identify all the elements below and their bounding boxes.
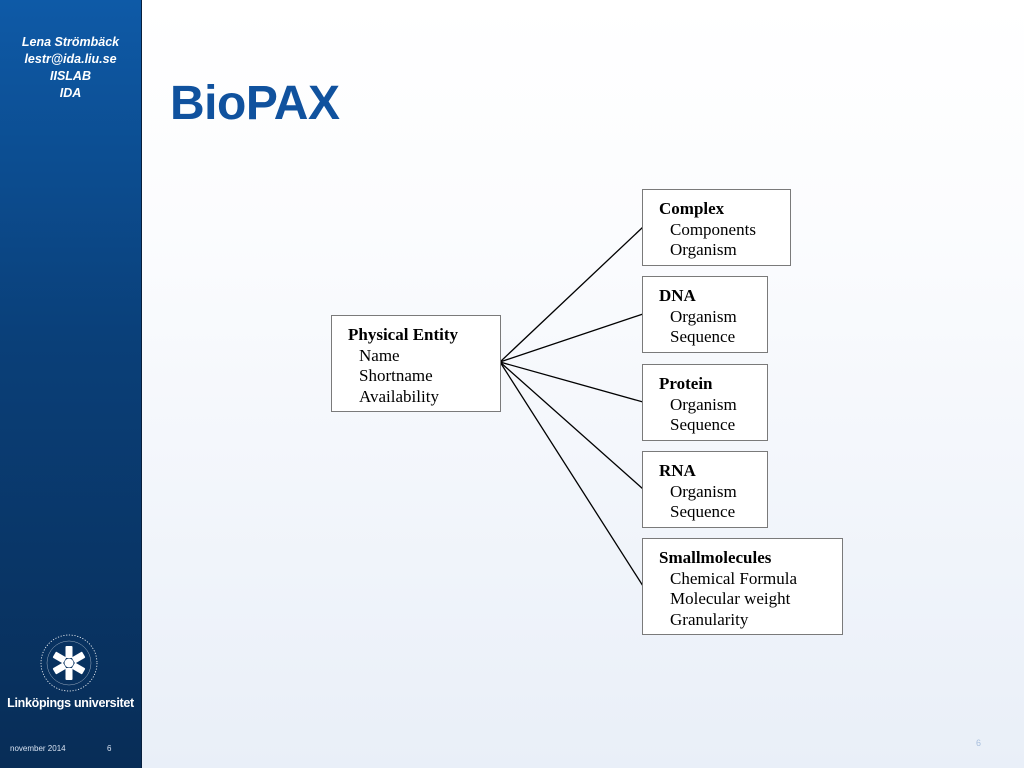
physical-entity-title: Physical Entity: [348, 325, 459, 344]
connector-dna: [499, 313, 644, 363]
physical-entity-box: Physical Entity Name Shortname Availabil…: [331, 315, 501, 412]
author-lab: IISLAB: [50, 69, 91, 83]
author-info: Lena Strömbäck lestr@ida.liu.se IISLAB I…: [0, 34, 141, 102]
connector-complex: [499, 226, 644, 363]
dna-box: DNA Organism Sequence: [642, 276, 768, 353]
author-department: IDA: [59, 86, 82, 100]
protein-title: Protein: [659, 374, 713, 393]
attribute-name: Name: [359, 345, 400, 365]
rna-box: RNA Organism Sequence: [642, 451, 768, 528]
university-name: Linköpings universitet: [7, 696, 134, 710]
attribute-organism: Organism: [670, 306, 737, 326]
attribute-sequence: Sequence: [670, 415, 736, 434]
attribute-organism: Organism: [670, 481, 737, 501]
footer-date: november 2014: [10, 744, 66, 753]
attribute-shortname: Shortname: [359, 366, 433, 385]
corner-page-number: 6: [976, 738, 982, 748]
attribute-sequence: Sequence: [670, 327, 736, 346]
attribute-molecular-weight: Molecular weight: [670, 589, 791, 608]
protein-box: Protein Organism Sequence: [642, 364, 768, 441]
author-name: Lena Strömbäck: [21, 35, 120, 49]
complex-box: Complex Components Organism: [642, 189, 791, 266]
sidebar: Lena Strömbäck lestr@ida.liu.se IISLAB I…: [0, 0, 142, 768]
attribute-availability: Availability: [359, 386, 439, 406]
dna-title: DNA: [659, 286, 696, 305]
smallmolecules-box: Smallmolecules Chemical Formula Molecula…: [642, 538, 843, 635]
smallmolecules-title: Smallmolecules: [659, 548, 772, 567]
attribute-granularity: Granularity: [670, 609, 749, 629]
connector-smallmolecules: [499, 361, 644, 587]
slide-title: BioPAX: [170, 77, 340, 130]
complex-title: Complex: [659, 199, 725, 218]
rna-title: RNA: [659, 461, 696, 480]
attribute-organism: Organism: [670, 240, 737, 259]
footer-page-number: 6: [107, 744, 112, 753]
attribute-components: Components: [670, 219, 756, 239]
attribute-organism: Organism: [670, 394, 737, 414]
attribute-chemical-formula: Chemical Formula: [670, 568, 798, 588]
university-logo: [40, 634, 98, 692]
connector-rna: [499, 361, 644, 490]
author-email: lestr@ida.liu.se: [24, 52, 117, 66]
attribute-sequence: Sequence: [670, 502, 736, 521]
connector-protein: [499, 361, 644, 403]
